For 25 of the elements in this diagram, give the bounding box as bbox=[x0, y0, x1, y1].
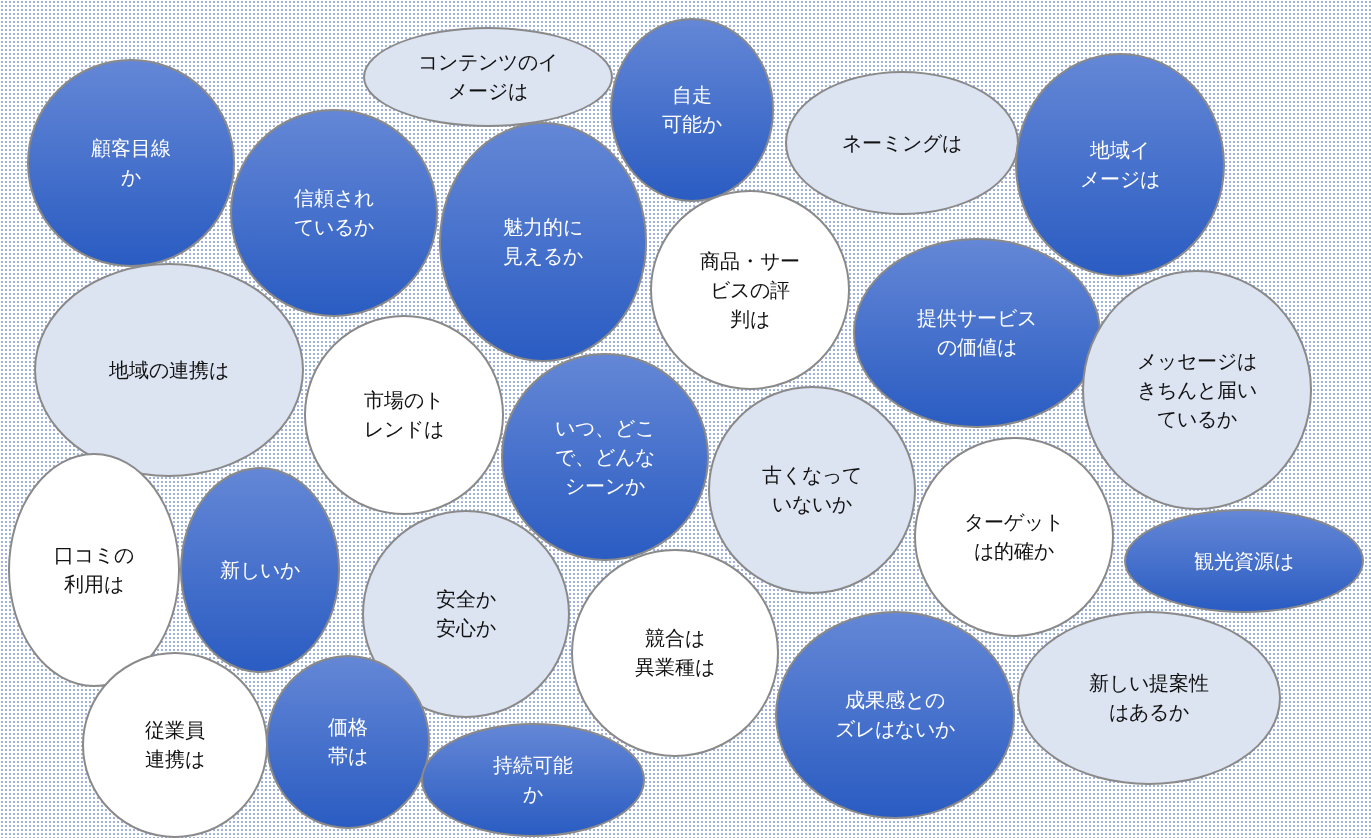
bubble-text: いつ、どこで、どんなシーンか bbox=[555, 414, 655, 500]
bubble-text: 口コミの利用は bbox=[54, 542, 134, 598]
bubble-text: 信頼されているか bbox=[294, 185, 374, 241]
bubble-text: 提供サービスの価値は bbox=[917, 305, 1037, 361]
bubble-text: ネーミングは bbox=[842, 129, 962, 157]
bubble-text: コンテンツのイメージは bbox=[418, 49, 558, 105]
bubble-text: 商品・サービスの評判は bbox=[700, 247, 800, 333]
bubble-text: 価格帯は bbox=[328, 714, 368, 770]
bubble-text: 自走可能か bbox=[662, 82, 722, 138]
bubble-text: 新しい提案性はあるか bbox=[1089, 670, 1209, 726]
bubble-text: 観光資源は bbox=[1194, 547, 1294, 575]
bubble-text: 持続可能か bbox=[493, 752, 573, 808]
bubble-text: 安全か安心か bbox=[436, 586, 496, 642]
bubble-text: 競合は異業種は bbox=[635, 625, 715, 681]
bubble-text: 魅力的に見えるか bbox=[503, 214, 583, 270]
bubble-text: 地域イメージは bbox=[1080, 137, 1160, 193]
bubble-text: 顧客目線か bbox=[91, 135, 171, 191]
bubble-text: 成果感とのズレはないか bbox=[835, 687, 955, 743]
bubble-text: ターゲットは的確か bbox=[964, 509, 1064, 565]
bubble-text: メッセージはきちんと届いているか bbox=[1137, 347, 1257, 433]
bubble-text: 市場のトレンドは bbox=[364, 387, 444, 443]
bubble-text: 従業員連携は bbox=[145, 717, 205, 773]
bubble-text: 地域の連携は bbox=[109, 356, 229, 384]
bubble-text: 古くなっていないか bbox=[762, 462, 862, 518]
bubble-text: 新しいか bbox=[220, 556, 300, 584]
